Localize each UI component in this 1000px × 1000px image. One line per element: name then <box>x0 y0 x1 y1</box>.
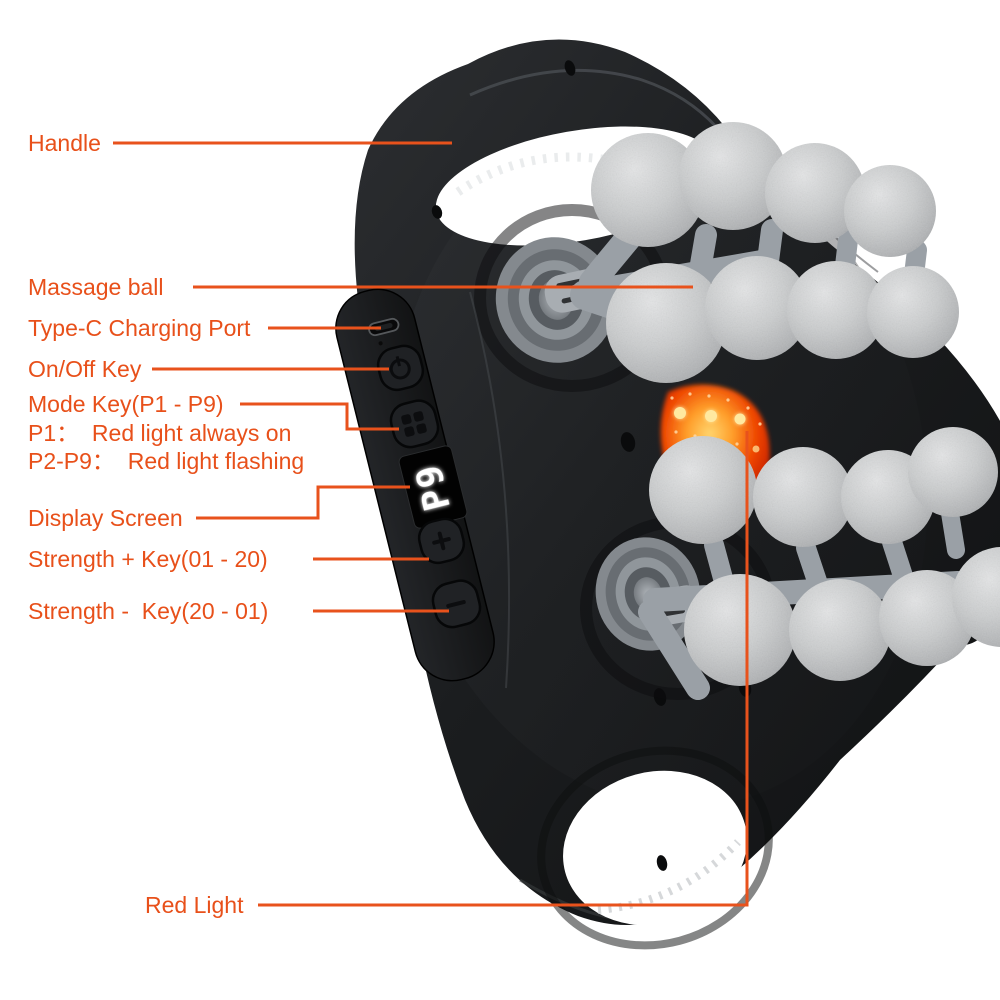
power-button <box>376 344 425 392</box>
label-on-off-key: On/Off Key <box>28 356 142 382</box>
label-strength-minus: Strength - Key(20 - 01) <box>28 598 269 624</box>
label-mode-p2-p9: P2-P9： Red light flashing <box>28 448 305 474</box>
massage-ball <box>844 165 936 257</box>
label-display-screen: Display Screen <box>28 505 183 531</box>
massage-ball <box>952 547 1000 647</box>
label-red-light: Red Light <box>145 892 244 918</box>
callout-line-mode <box>240 402 399 431</box>
massage-ball <box>787 261 885 359</box>
bottom-handle-seam <box>537 746 773 950</box>
display-screen: P9 <box>398 445 468 529</box>
massage-ball <box>753 447 853 547</box>
minus-icon <box>446 600 466 608</box>
massage-ball <box>591 133 705 247</box>
massage-ball <box>765 143 865 243</box>
control-strip: P9 <box>335 288 511 689</box>
massage-balls <box>591 122 1000 686</box>
massage-ball <box>867 266 959 358</box>
label-massage-ball: Massage ball <box>28 274 164 300</box>
strip-ridge <box>469 291 511 689</box>
power-icon <box>389 355 411 380</box>
mode-grid-icon <box>401 411 427 437</box>
plus-icon <box>432 531 451 551</box>
massage-ball <box>684 574 796 686</box>
massage-ball <box>606 263 726 383</box>
bottom-handle-opening <box>563 770 747 926</box>
massage-ball <box>789 579 891 681</box>
strength-plus-button <box>417 517 466 565</box>
massage-ball <box>908 427 998 517</box>
label-strength-plus: Strength + Key(01 - 20) <box>28 546 268 572</box>
label-handle: Handle <box>28 130 101 156</box>
type-c-port <box>368 317 400 346</box>
massage-ball <box>705 256 809 360</box>
label-mode-p1: P1： Red light always on <box>28 420 292 446</box>
label-type-c-port: Type-C Charging Port <box>28 315 251 341</box>
label-mode-key: Mode Key(P1 - P9) <box>28 391 224 417</box>
callout-line-display <box>196 485 410 520</box>
callout-line-red-light <box>258 431 749 907</box>
massage-ball <box>649 436 757 544</box>
handle-top-highlight <box>469 68 738 153</box>
massage-ball <box>679 122 787 230</box>
strength-minus-button <box>431 579 482 629</box>
massage-ball <box>879 570 975 666</box>
